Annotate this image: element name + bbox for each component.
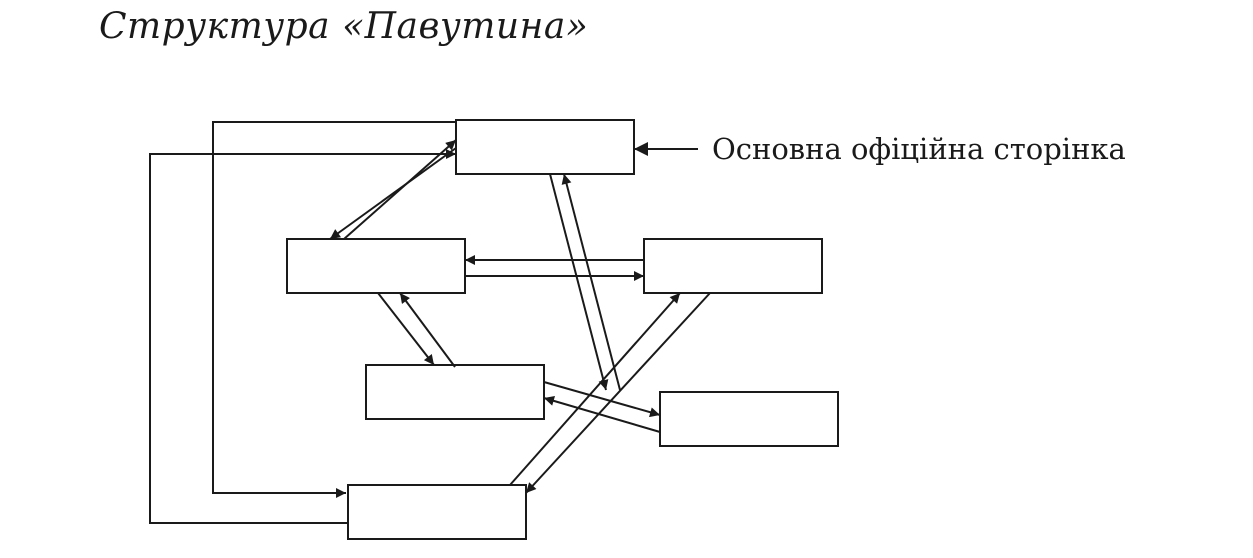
- link-right-lower-to-middle: [543, 396, 661, 433]
- node-right-lower: [659, 391, 839, 447]
- link-main-to-left-upper: [329, 147, 457, 240]
- node-middle: [365, 364, 545, 420]
- link-middle-to-left-upper: [399, 292, 456, 368]
- link-right-upper-to-bottom: [525, 292, 711, 494]
- link-main-to-middle-area: [549, 173, 609, 391]
- node-bottom: [347, 484, 527, 540]
- main-page-label: Основна офіційна сторінка: [712, 132, 1126, 166]
- link-bottom-to-right-upper: [509, 292, 681, 486]
- outer-loop-outer: [149, 149, 456, 524]
- node-left-upper: [286, 238, 466, 294]
- diagram-title: Структура «Павутина»: [99, 6, 589, 47]
- link-left-upper-to-middle: [377, 292, 435, 366]
- link-up-to-main: [561, 173, 621, 391]
- node-right-upper: [643, 238, 823, 294]
- node-main-page: [455, 119, 635, 175]
- outer-loop-inner: [212, 121, 456, 498]
- link-middle-to-right-lower: [543, 381, 661, 418]
